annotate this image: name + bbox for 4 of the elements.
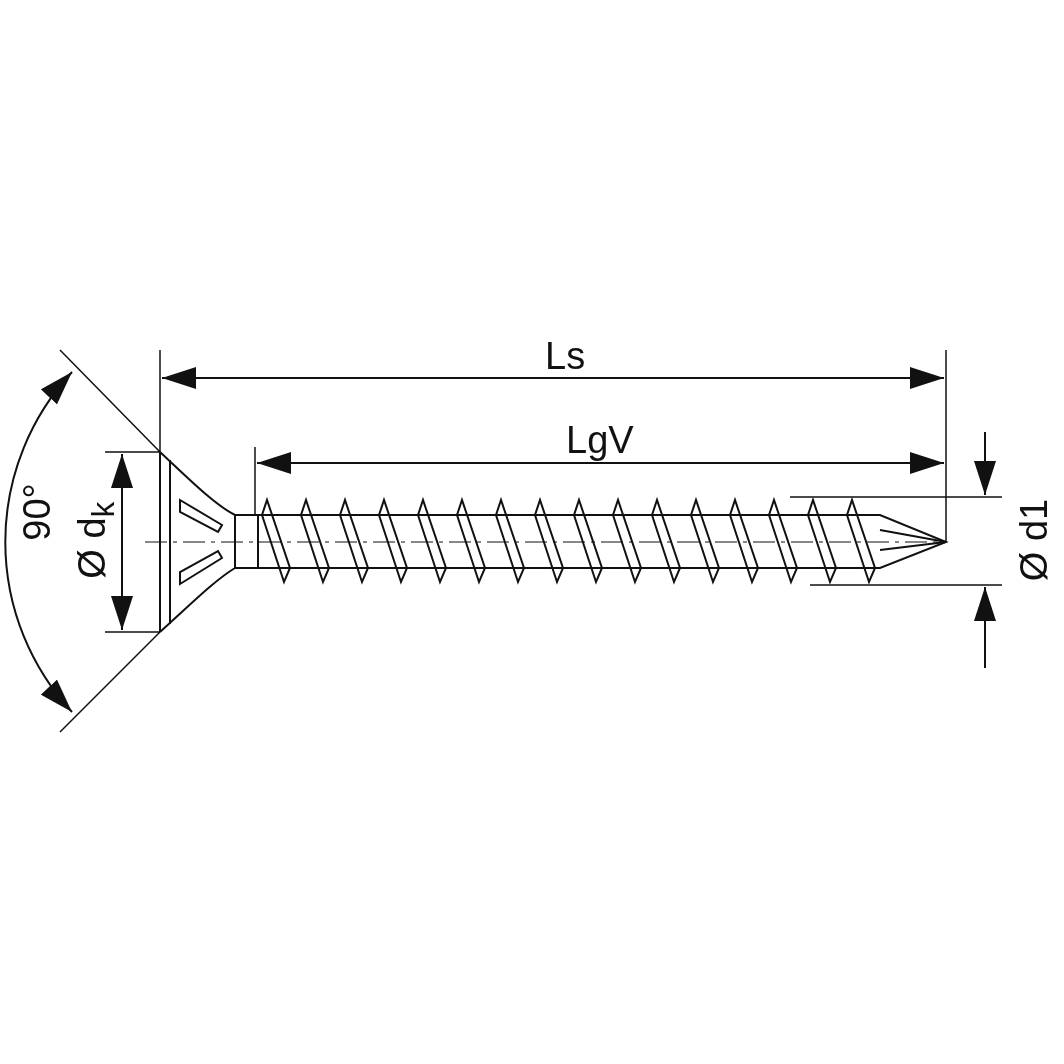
angle-label: 90° — [17, 483, 56, 541]
dimension-label: LgV — [566, 421, 634, 459]
dimension-label: Ø d1 — [1015, 498, 1054, 582]
dimension-label: Ls — [545, 337, 586, 375]
